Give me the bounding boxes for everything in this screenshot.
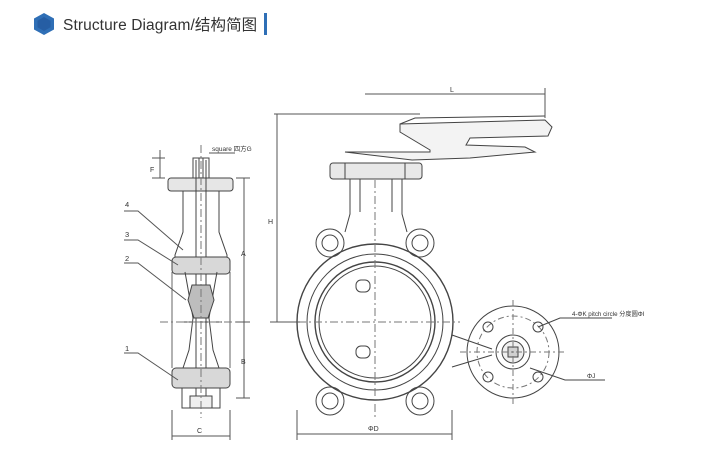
front-view <box>282 115 553 420</box>
part-label-2: 2 <box>125 254 129 263</box>
diagram-labels: 4 3 2 1 square 四方G F A B C L H ΦD 4-ΦK p… <box>125 87 645 435</box>
dim-j-label: ΦJ <box>587 373 595 380</box>
hexagon-icon <box>34 13 54 35</box>
side-section-view <box>160 145 240 418</box>
flange-top-view <box>451 300 612 405</box>
section-title: Structure Diagram/结构简图 <box>63 17 258 34</box>
dim-f-label: F <box>150 167 154 174</box>
part-label-4: 4 <box>125 200 129 209</box>
side-view-dimensions <box>124 150 250 440</box>
dim-square-label: square 四方G <box>212 144 252 153</box>
dim-b-label: B <box>241 359 246 366</box>
section-header: Structure Diagram/结构简图 <box>33 10 268 38</box>
dim-pitch-label: 4-ΦK pitch circle 分度圆ΦI <box>572 310 645 318</box>
front-view-dimensions <box>270 88 546 440</box>
dim-a-label: A <box>241 251 246 258</box>
dim-d-label: ΦD <box>368 426 379 433</box>
dim-l-label: L <box>450 87 454 94</box>
title-accent-bar <box>264 13 268 35</box>
part-label-1: 1 <box>125 344 129 353</box>
part-label-3: 3 <box>125 230 129 239</box>
dim-c-label: C <box>197 428 202 435</box>
dim-h-label: H <box>268 219 273 226</box>
